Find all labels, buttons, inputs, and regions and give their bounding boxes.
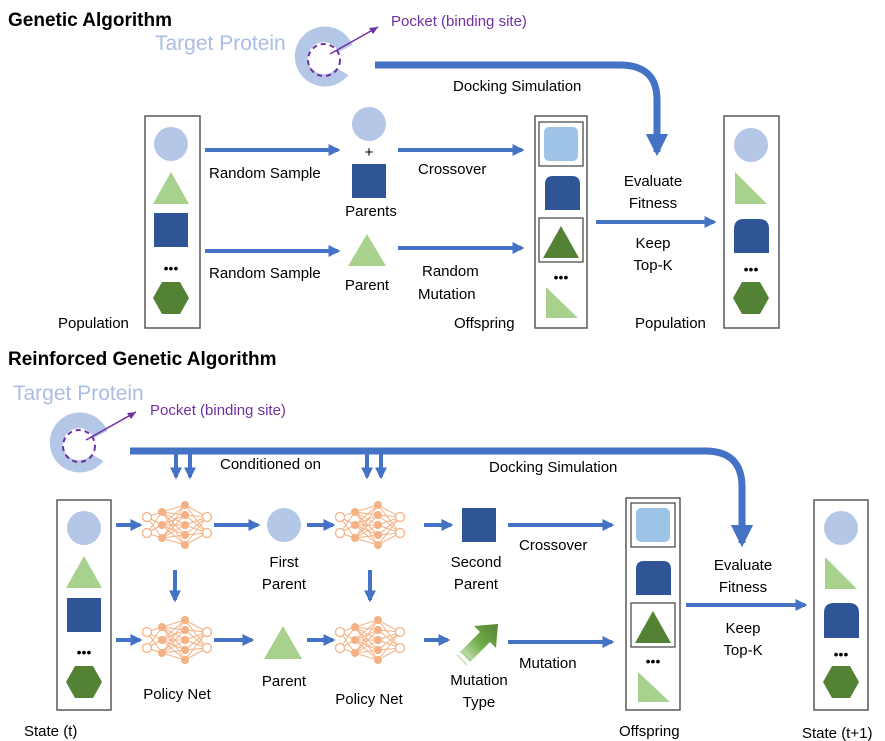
ga-population-out-label: Population [635,315,706,332]
rga-state-t1-tab-square [824,603,859,638]
ga-parent-square [352,164,386,198]
rga-keep-label-1: Keep [725,620,760,637]
ga-docking-label: Docking Simulation [453,78,581,95]
rga-offspring-rounded-square [636,508,670,542]
ga-population-dots: ••• [164,260,179,276]
ga-target-protein-shape [294,26,353,87]
rga-condition-arrows-1 [170,451,196,480]
rga-policy-net-3 [141,616,213,664]
ga-parents-label: Parents [345,203,397,220]
ga-population-circle [154,127,188,161]
rga-state-t1-circle [824,511,858,545]
ga-pocket-pointer [329,26,379,55]
ga-population-out-right-triangle [735,172,767,204]
ga-plus-sign: + [365,144,374,161]
rga-evaluate-label-1: Evaluate [714,557,772,574]
rga-state-t1-label: State (t+1) [802,725,872,741]
rga-parent-triangle [264,626,302,659]
rga-policy-net-label-1: Policy Net [143,686,211,703]
rga-title: Reinforced Genetic Algorithm [8,349,277,370]
rga-state-t-circle [67,511,101,545]
rga-pocket-pointer [85,411,137,441]
rga-condition-arrows-2 [361,451,387,480]
rga-policy-net-2 [334,501,406,549]
rga-mutation-type-icon [456,624,498,666]
ga-random-sample-label-top: Random Sample [209,165,321,182]
ga-offspring-rounded-square [544,127,578,161]
ga-population-square [154,213,188,247]
ga-target-protein-label: Target Protein [155,32,286,55]
ga-offspring-right-triangle [546,287,578,318]
rga-crossover-label: Crossover [519,537,587,554]
ga-population-label: Population [58,315,129,332]
rga-policy-net-4 [334,616,406,664]
rga-first-parent-label-1: First [269,554,299,571]
rga-second-parent-label-2: Parent [454,576,499,593]
rga-mutation-type-label-1: Mutation [450,672,508,689]
rga-second-parent-square [462,508,496,542]
ga-pocket-circle [307,43,341,77]
rga-pocket-circle [62,429,96,463]
rga-policy-net-1 [141,501,213,549]
ga-population-out-dots: ••• [744,261,759,277]
ga-docking-arrow [375,61,669,157]
ga-offspring-box [534,115,588,329]
rga-state-t1-dots: ••• [834,646,849,662]
ga-parent-triangle [348,234,386,266]
rga-state-t-square [67,598,101,632]
ga-keep-label-2: Top-K [633,257,672,274]
rga-parent-label: Parent [262,673,307,690]
ga-population-out-tab-square [734,219,769,253]
rga-mutation-label: Mutation [519,655,577,672]
ga-population-out-circle [734,128,768,162]
ga-parent-label: Parent [345,277,390,294]
rga-target-protein-label: Target Protein [13,382,144,405]
ga-evaluate-label-2: Fitness [629,195,677,212]
rga-offspring-triangle [635,611,671,643]
ga-title: Genetic Algorithm [8,10,172,31]
ga-population-triangle [153,172,189,204]
rga-evaluate-label-2: Fitness [719,579,767,596]
rga-state-t-hexagon [66,666,102,698]
rga-first-parent-label-2: Parent [262,576,307,593]
rga-offspring-dots: ••• [646,653,661,669]
rga-state-t1-hexagon [823,666,859,698]
rga-offspring-right-triangle [638,672,670,702]
ga-offspring-triangle [543,226,579,258]
ga-crossover-label: Crossover [418,161,486,178]
rga-state-t1-right-triangle [825,557,857,589]
rga-target-protein-shape [49,412,108,473]
rga-docking-label: Docking Simulation [489,459,617,476]
rga-offspring-label: Offspring [619,723,680,740]
rga-conditioned-label: Conditioned on [220,456,321,473]
ga-pocket-label: Pocket (binding site) [391,13,527,30]
rga-offspring-tab-square [636,561,671,595]
ga-offspring-label: Offspring [454,315,515,332]
rga-first-parent-circle [267,508,301,542]
ga-offspring-tab-square [545,176,580,210]
rga-second-parent-label-1: Second [451,554,502,571]
rga-policy-net-label-2: Policy Net [335,691,403,708]
rga-state-t-dots: ••• [77,644,92,660]
ga-keep-label-1: Keep [635,235,670,252]
rga-pocket-label: Pocket (binding site) [150,402,286,419]
rga-docking-arrow [130,447,754,548]
rga-keep-label-2: Top-K [723,642,762,659]
ga-random-mutation-label-1: Random [422,263,479,280]
ga-population-out-hexagon [733,282,769,314]
rga-state-t-label: State (t) [24,723,77,740]
ga-random-mutation-label-2: Mutation [418,286,476,303]
ga-population-hexagon [153,282,189,314]
ga-parent-circle [352,107,386,141]
ga-offspring-dots: ••• [554,269,569,285]
ga-evaluate-label-1: Evaluate [624,173,682,190]
ga-random-sample-label-bottom: Random Sample [209,265,321,282]
rga-state-t-triangle [66,556,102,588]
rga-mutation-type-label-2: Type [463,694,496,711]
